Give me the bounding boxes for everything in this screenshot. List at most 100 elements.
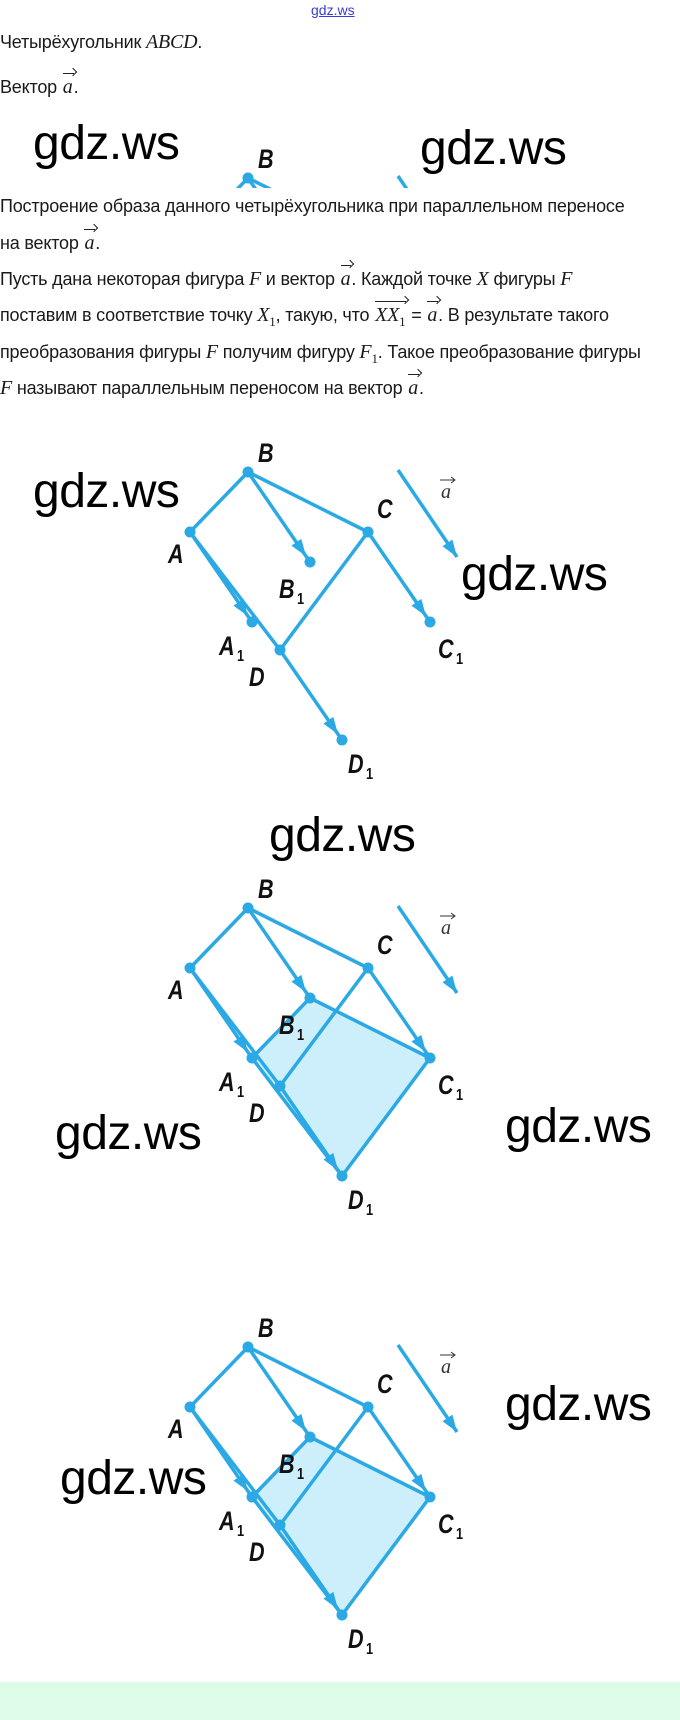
point-a [184,1401,196,1413]
point-a1 [246,1052,258,1064]
point-d1 [337,441,348,452]
vector-a-arrow [396,1344,459,1433]
watermark: gdz.ws [461,548,608,601]
label-b: B [258,145,274,175]
side-ab [188,906,250,970]
label-c: C [377,931,393,961]
point-a [185,233,196,244]
math-symbol: F [560,268,573,290]
point-b1 [304,1431,316,1443]
label-a: A [167,976,183,1006]
point-d1 [336,734,348,746]
point-c [362,526,374,538]
footer-band [0,1682,680,1720]
point-b1 [304,992,316,1004]
arrowhead-icon [233,1473,249,1492]
arrowhead-icon [411,1034,427,1053]
watermark: gdz.ws [33,465,180,518]
arrowhead-icon [323,1591,339,1610]
site-link[interactable]: gdz.ws [311,2,355,18]
point-c1 [424,1052,436,1064]
arrowhead-icon [323,716,339,735]
label-b: B [258,439,274,469]
point-d1 [336,1609,348,1621]
text-line: поставим в соответствие точку X1, такую,… [0,301,609,333]
point-d [274,644,286,656]
text-segment: . Каждой точке [351,269,477,289]
text-line: преобразования фигуры F получим фигуру F… [0,341,641,370]
text-segment: и вектор [260,269,340,289]
watermark: gdz.ws [55,1107,202,1160]
label-b: B [258,1314,274,1344]
text-segment: = [406,305,427,325]
text-segment: , такую, что [275,305,375,325]
point-a [184,962,196,974]
label-a: A [167,540,183,570]
watermark: gdz.ws [33,117,180,170]
arrowhead-icon [411,1473,427,1492]
vector-symbol: a [62,73,74,98]
vector-a-arrow [396,469,459,558]
text-segment: . В результате такого [438,305,609,325]
text-segment: получим фигуру [217,342,360,362]
side-bc [246,906,370,970]
vector-symbol: a [408,374,419,399]
arrowhead-icon [323,423,338,440]
point-b1 [304,556,316,568]
vector-a-label: a [441,1356,451,1378]
arrowhead-icon [411,598,427,617]
point-a [184,526,196,538]
label-d: D [249,1099,265,1129]
point-a1 [246,1491,258,1503]
text-segment: фигуры [488,269,561,289]
text-segment: на вектор [0,233,84,253]
arrowhead-icon [291,974,307,993]
point-c1 [424,616,436,628]
vector-symbol: XX1 [374,301,407,333]
math-symbol: F1 [359,341,378,366]
side-bc [246,470,370,534]
label-c: C [377,1370,393,1400]
arrowhead-icon [291,245,306,262]
label-b: B [258,875,274,905]
vector-symbol: a [84,229,96,254]
vector-symbol: a [427,301,438,326]
vector-a-label: a [441,481,451,503]
side-bc [246,1345,370,1409]
vector-a-arrow [396,175,409,188]
watermark: gdz.ws [60,1452,207,1505]
text-segment: Вектор [0,77,62,97]
text-segment: . [419,378,424,398]
math-symbol: ABCD [145,31,198,53]
arrowhead-icon [233,1034,249,1053]
text-segment: преобразования фигуры [0,342,206,362]
arrowhead-icon [442,975,457,993]
watermark: gdz.ws [505,1378,652,1431]
text-segment: . [197,32,203,52]
text-line: Четырёхугольник ABCD. [0,31,202,53]
label-c: C [377,495,393,525]
text-line: Пусть дана некоторая фигура F и вектор a… [0,265,573,290]
math-symbol: X [476,268,489,290]
vector-symbol: a [340,265,352,290]
arrowhead-icon [442,539,457,557]
text-line: на вектор a. [0,229,100,254]
side-cd [280,238,368,356]
point-c1 [424,1491,436,1503]
diagram-body: B [185,145,409,452]
watermark: gdz.ws [420,122,567,175]
text-segment: поставим в соответствие точку [0,305,258,325]
